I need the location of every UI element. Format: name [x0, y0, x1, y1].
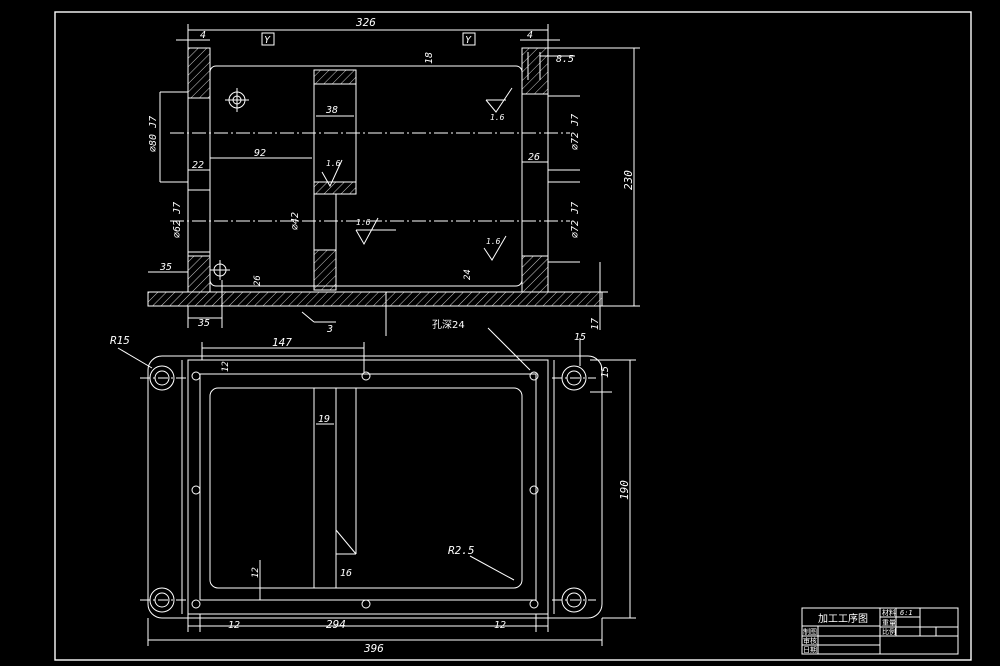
- roughness-label-2: 1.6: [326, 159, 341, 168]
- dim-r2-5: R2.5: [448, 544, 475, 557]
- dim-bottom-396: 396: [363, 642, 384, 655]
- hatch-rib-top: [313, 69, 357, 85]
- dim-small-24: 24: [463, 269, 473, 280]
- drawing-border: [54, 11, 972, 661]
- title-block-scale: 6:1: [900, 609, 913, 617]
- dim-r15: R15: [110, 334, 130, 347]
- hatch-rib-mid: [313, 181, 357, 195]
- roughness-label-1: 1.6: [490, 113, 505, 122]
- plan-outer: [147, 355, 603, 619]
- dim-right-26: 26: [528, 152, 540, 163]
- dim-small-12-top: 12: [221, 361, 231, 372]
- dim-bottom-12-right: 12: [494, 620, 506, 631]
- roughness-label-3: 1.6: [356, 218, 371, 227]
- inner-cavity: [209, 65, 523, 287]
- dim-dia-72-bottom: ⌀72 J7: [570, 202, 581, 238]
- hatch-left-wall: [187, 47, 211, 99]
- dim-len-92: 92: [254, 148, 266, 159]
- dim-right-15b: 15: [600, 366, 611, 378]
- hatch-base: [147, 291, 603, 307]
- holes-note: 孔深24: [432, 319, 465, 331]
- datum-right-label: Y: [465, 35, 472, 46]
- roughness-label-4: 1.6: [486, 237, 501, 246]
- dim-top-width: 326: [355, 16, 376, 29]
- dim-dia-42: ⌀42: [290, 212, 301, 230]
- dim-len-147: 147: [272, 336, 292, 349]
- hatch-rib-low: [313, 249, 337, 291]
- dim-width-19: 19: [318, 414, 330, 425]
- dim-height-230: 230: [622, 170, 635, 190]
- dim-callout-3: 3: [326, 324, 333, 335]
- dim-small-12-mid: 12: [251, 567, 261, 578]
- dim-dia-80: ⌀80 J7: [148, 116, 159, 152]
- title-block-row1: 重量: [882, 619, 896, 627]
- datum-left-label: Y: [264, 35, 271, 46]
- hatch-left-wall-low: [187, 255, 211, 293]
- title-block-rowC: 日期: [803, 646, 817, 654]
- title-block: [801, 607, 959, 655]
- dim-left-35-bottom: 35: [197, 318, 210, 329]
- dim-dia-62: ⌀62 J7: [172, 202, 183, 238]
- hatch-right-wall-low: [521, 255, 549, 293]
- dim-inner-38: 38: [325, 105, 338, 116]
- plan-cavity: [209, 387, 523, 589]
- plan-view: [117, 327, 636, 646]
- title-block-material: 材料: [882, 608, 896, 617]
- dim-right-step: 8.5: [556, 54, 574, 65]
- dim-left-22: 22: [192, 160, 204, 171]
- title-block-title: 加工工序图: [818, 612, 868, 625]
- dim-base-17: 17: [590, 318, 601, 330]
- dim-vertical-18: 18: [424, 52, 435, 64]
- dim-right-15a: 15: [574, 332, 586, 343]
- dim-dia-72-top: ⌀72 J7: [570, 114, 581, 150]
- plan-wall-outer: [187, 359, 549, 615]
- plan-wall-inner: [199, 373, 537, 601]
- dim-depth-190: 190: [618, 480, 631, 500]
- dim-left-35-top: 35: [159, 262, 172, 273]
- dim-top-left-wall: 4: [200, 30, 206, 41]
- datum-box-left: [261, 32, 275, 46]
- datum-box-right: [462, 32, 476, 46]
- hatch-right-wall: [521, 47, 549, 95]
- roughness-symbols: [321, 87, 513, 261]
- section-view: [147, 24, 640, 336]
- title-block-rowA: 制图: [803, 627, 817, 636]
- dim-bottom-12-left: 12: [228, 620, 240, 631]
- title-block-row2: 比例: [882, 627, 896, 636]
- dim-small-16: 16: [340, 568, 352, 579]
- dim-bottom-294: 294: [326, 618, 346, 631]
- dim-top-right-wall: 4: [527, 30, 533, 41]
- title-block-rowB: 审核: [803, 636, 817, 645]
- dim-small-26: 26: [253, 275, 263, 286]
